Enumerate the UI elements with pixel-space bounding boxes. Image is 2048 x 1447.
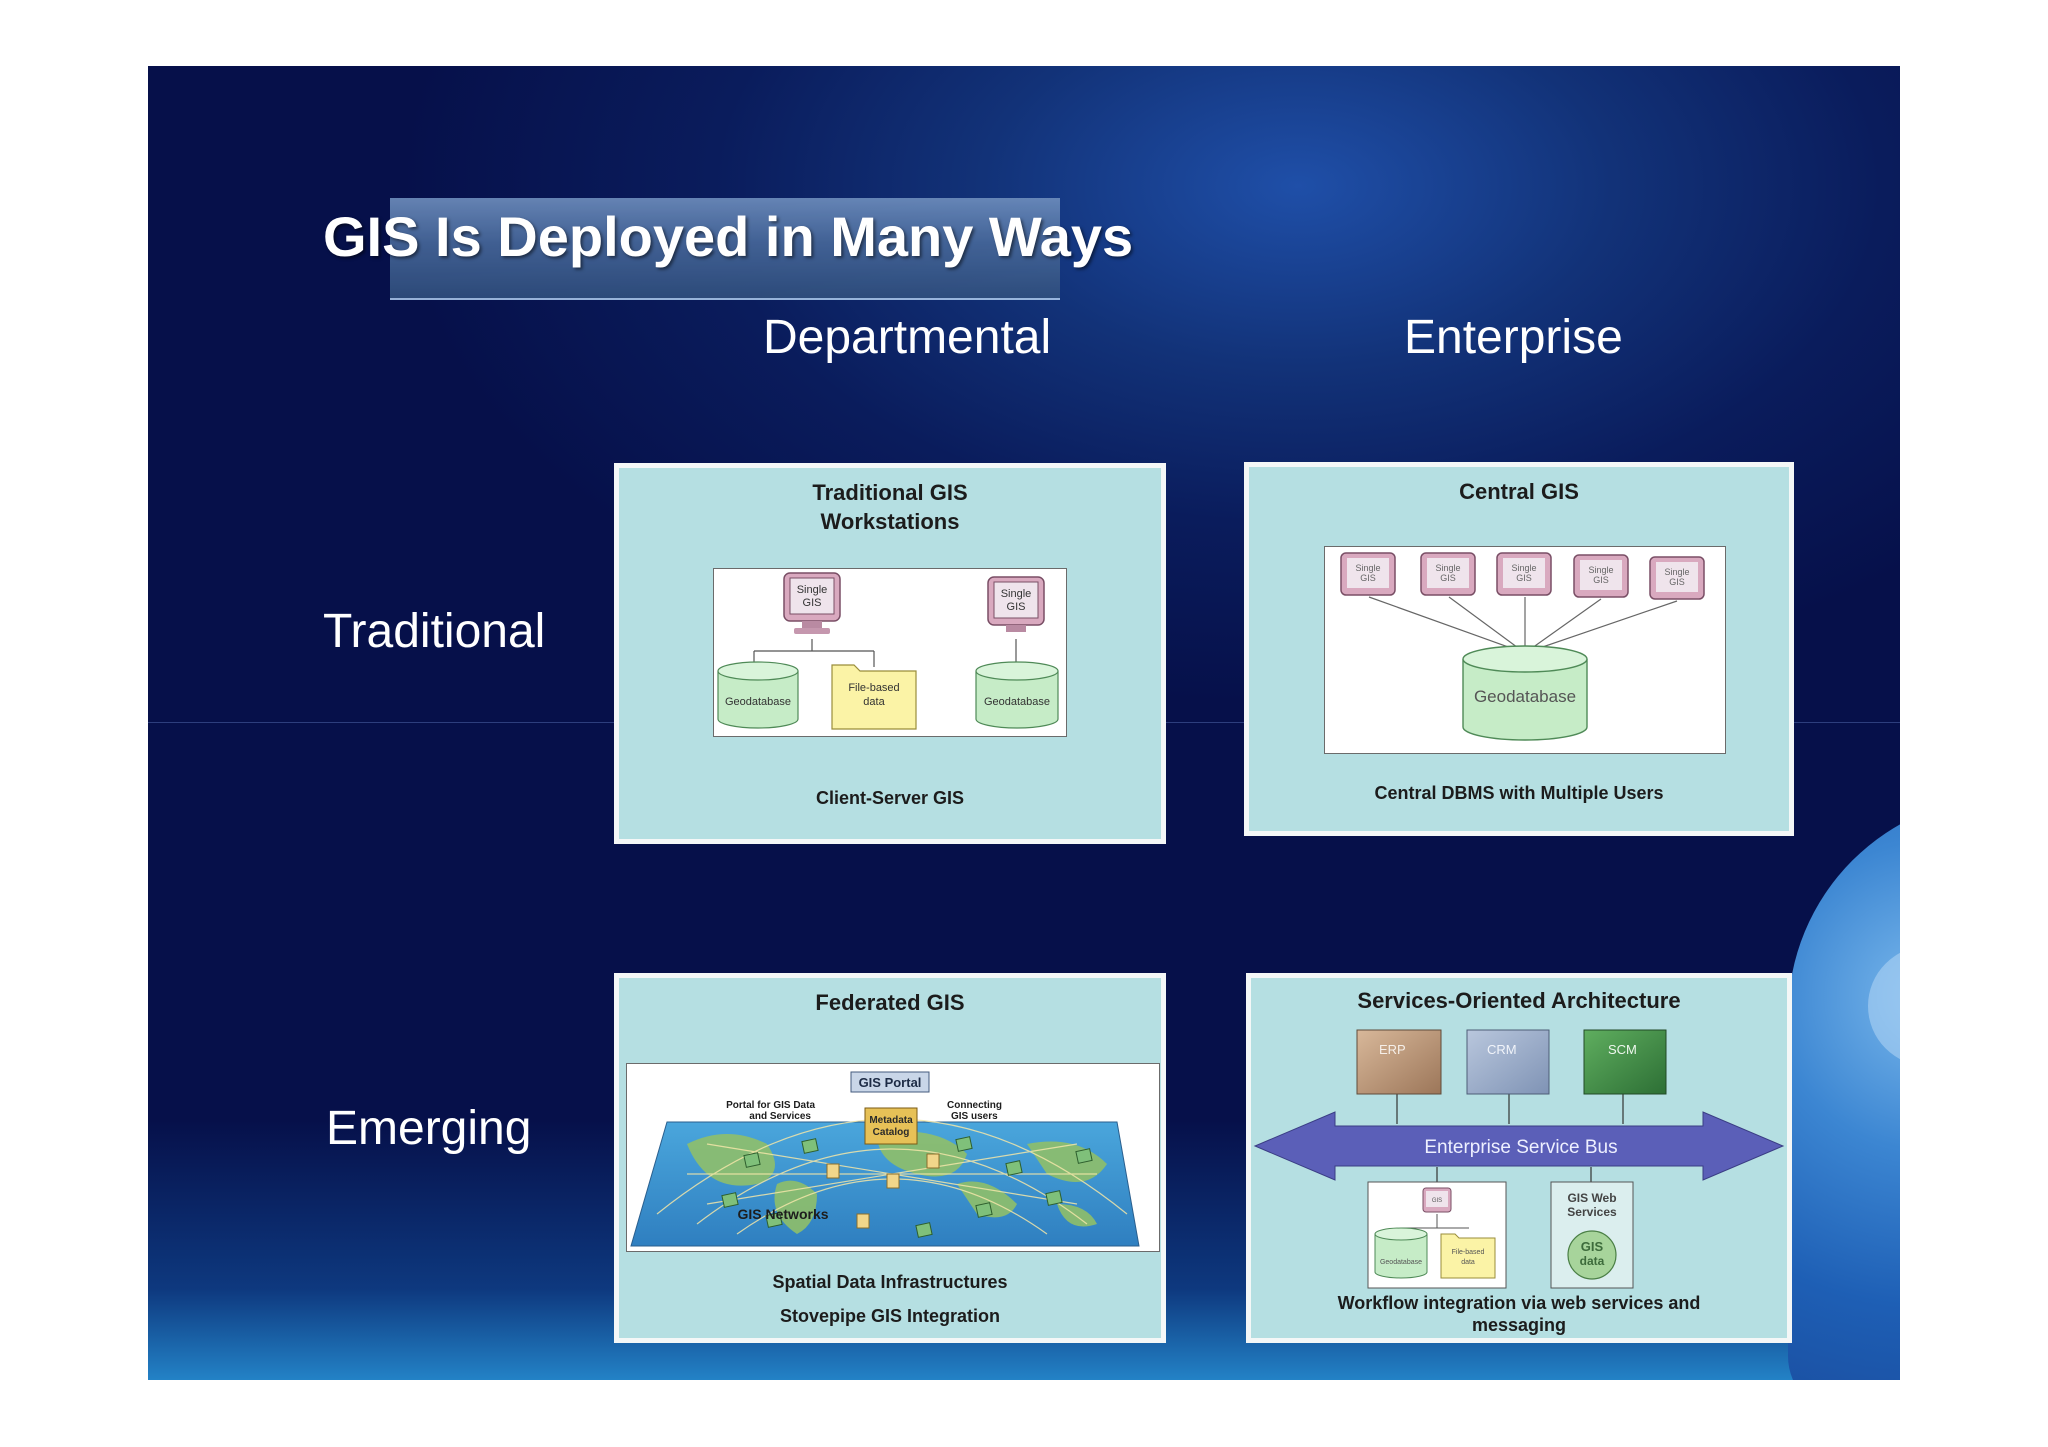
gis-label: GIS: [1593, 575, 1609, 585]
file-based-label: File-based: [848, 682, 899, 694]
database-icon: Geodatabase: [1374, 1227, 1428, 1279]
client-server-diagram: Single GIS Single GIS Geodatabase: [713, 568, 1067, 737]
single-label: Single: [1355, 563, 1380, 573]
single-label: Single: [1435, 563, 1460, 573]
monitor-icon: Single GIS: [1420, 552, 1476, 596]
catalog-label: Catalog: [873, 1127, 910, 1138]
gis-label: GIS: [1440, 573, 1456, 583]
panel-emerging-departmental: Federated GIS: [614, 973, 1166, 1343]
panel-caption: Client-Server GIS: [815, 788, 965, 808]
column-header-enterprise: Enterprise: [1404, 311, 1623, 364]
enterprise-service-bus-arrow: [1253, 1111, 1785, 1181]
panel-caption-line: messaging: [1471, 1315, 1567, 1335]
metadata-catalog-icon: Metadata Catalog: [864, 1107, 918, 1145]
panel-traditional-enterprise: Central GIS Single GIS: [1244, 462, 1794, 836]
federated-gis-diagram: Metadata Catalog GIS Portal Portal for G…: [626, 1063, 1160, 1252]
geodatabase-label: Geodatabase: [1380, 1259, 1422, 1266]
gis-networks-label: GIS Networks: [737, 1206, 828, 1222]
scm-label: SCM: [1608, 1042, 1637, 1057]
panel-title-line: Workstations: [820, 509, 960, 534]
slide-title: GIS Is Deployed in Many Ways: [323, 205, 1134, 268]
panel-emerging-enterprise: Services-Oriented Architecture ERP CRM: [1246, 973, 1792, 1343]
file-based-label: File-based: [1452, 1249, 1485, 1256]
gis-label: GIS: [1007, 601, 1026, 613]
crm-system-icon: CRM: [1466, 1029, 1550, 1095]
crm-label: CRM: [1487, 1042, 1517, 1057]
connecting-label: Connecting: [947, 1100, 1002, 1111]
database-icon: Geodatabase: [1462, 645, 1588, 741]
services-label: Services: [1567, 1205, 1617, 1219]
gis-data-label: GIS: [1581, 1239, 1604, 1254]
slide: GIS Is Deployed in Many Ways Departmenta…: [148, 66, 1900, 1380]
gis-web-services-box: GIS Web Services GIS data: [1550, 1181, 1634, 1289]
data-label: data: [1461, 1259, 1475, 1266]
column-header-departmental: Departmental: [763, 311, 1052, 364]
gis-data-globe-icon: GIS data: [1567, 1230, 1617, 1280]
database-icon: Geodatabase: [975, 661, 1059, 729]
geodatabase-label: Geodatabase: [1474, 687, 1576, 706]
panel-caption: Central DBMS with Multiple Users: [1374, 783, 1664, 803]
folder-icon: File-based data: [831, 664, 917, 730]
central-gis-diagram-svg: Single GIS Single GIS Single GIS: [1340, 552, 1705, 741]
gis-users-label: GIS users: [951, 1111, 998, 1122]
decorative-wave: [1788, 796, 1900, 1380]
monitor-icon: Single GIS: [987, 576, 1045, 632]
monitor-icon: Single GIS: [1496, 552, 1552, 596]
portal-services-label: and Services: [749, 1111, 811, 1122]
panel-caption-line: Workflow integration via web services an…: [1337, 1293, 1701, 1313]
panel-title-line: Traditional GIS: [812, 480, 968, 505]
panel-traditional-departmental: Traditional GIS Workstations Single GIS: [614, 463, 1166, 844]
row-header-emerging: Emerging: [326, 1102, 532, 1155]
database-icon: Geodatabase: [717, 661, 799, 729]
single-label: Single: [1664, 567, 1689, 577]
single-label: Single: [1511, 563, 1536, 573]
title-highlight-bar: [390, 198, 1060, 298]
soa-diagram: ERP CRM SCM Enterprise Service Bus GIS: [1253, 1029, 1785, 1289]
panel-title: Services-Oriented Architecture: [1357, 988, 1681, 1013]
panel-caption: Spatial Data Infrastructures: [772, 1272, 1008, 1292]
gis-label: GIS: [1432, 1198, 1442, 1204]
data-label: data: [863, 696, 885, 708]
metadata-label: Metadata: [869, 1115, 913, 1126]
monitor-icon: Single GIS: [1573, 554, 1629, 598]
panel-caption: Stovepipe GIS Integration: [779, 1306, 1001, 1326]
panel-title: Traditional GIS Workstations: [619, 478, 1161, 536]
gis-data-label: data: [1580, 1254, 1605, 1268]
monitor-icon: Single GIS: [1649, 556, 1705, 600]
enterprise-service-bus-label: Enterprise Service Bus: [1424, 1137, 1617, 1158]
panel-caption: Workflow integration via web services an…: [1251, 1291, 1787, 1337]
departmental-gis-box: GIS Geodatabase File-based data: [1367, 1181, 1507, 1289]
gis-label: GIS: [1360, 573, 1376, 583]
panel-title: Central GIS: [1459, 479, 1579, 504]
geodatabase-label: Geodatabase: [984, 696, 1050, 708]
single-label: Single: [1001, 588, 1032, 600]
federated-gis-diagram-svg: Metadata Catalog GIS Portal Portal for G…: [630, 1071, 1140, 1247]
monitor-icon: Single GIS: [1340, 552, 1396, 596]
client-server-diagram-svg: Single GIS Single GIS Geodatabase: [717, 572, 1059, 730]
gis-portal-label: GIS Portal: [859, 1075, 922, 1090]
erp-label: ERP: [1379, 1042, 1406, 1057]
geodatabase-label: Geodatabase: [725, 696, 791, 708]
portal-for-label: Portal for GIS Data: [726, 1100, 815, 1111]
gis-label: GIS: [1516, 573, 1532, 583]
gis-web-label: GIS Web: [1567, 1191, 1616, 1205]
panel-title: Federated GIS: [815, 990, 965, 1015]
monitor-icon: GIS: [1422, 1187, 1452, 1213]
gis-label: GIS: [803, 597, 822, 609]
single-label: Single: [797, 584, 828, 596]
central-gis-diagram: Single GIS Single GIS Single GIS: [1324, 546, 1726, 754]
scm-system-icon: SCM: [1583, 1029, 1667, 1095]
gis-portal-box: [850, 1071, 930, 1093]
single-label: Single: [1588, 565, 1613, 575]
erp-system-icon: ERP: [1356, 1029, 1442, 1095]
gis-label: GIS: [1669, 577, 1685, 587]
folder-icon: File-based data: [1440, 1233, 1496, 1279]
monitor-icon: Single GIS: [783, 572, 841, 634]
row-header-traditional: Traditional: [323, 605, 546, 658]
